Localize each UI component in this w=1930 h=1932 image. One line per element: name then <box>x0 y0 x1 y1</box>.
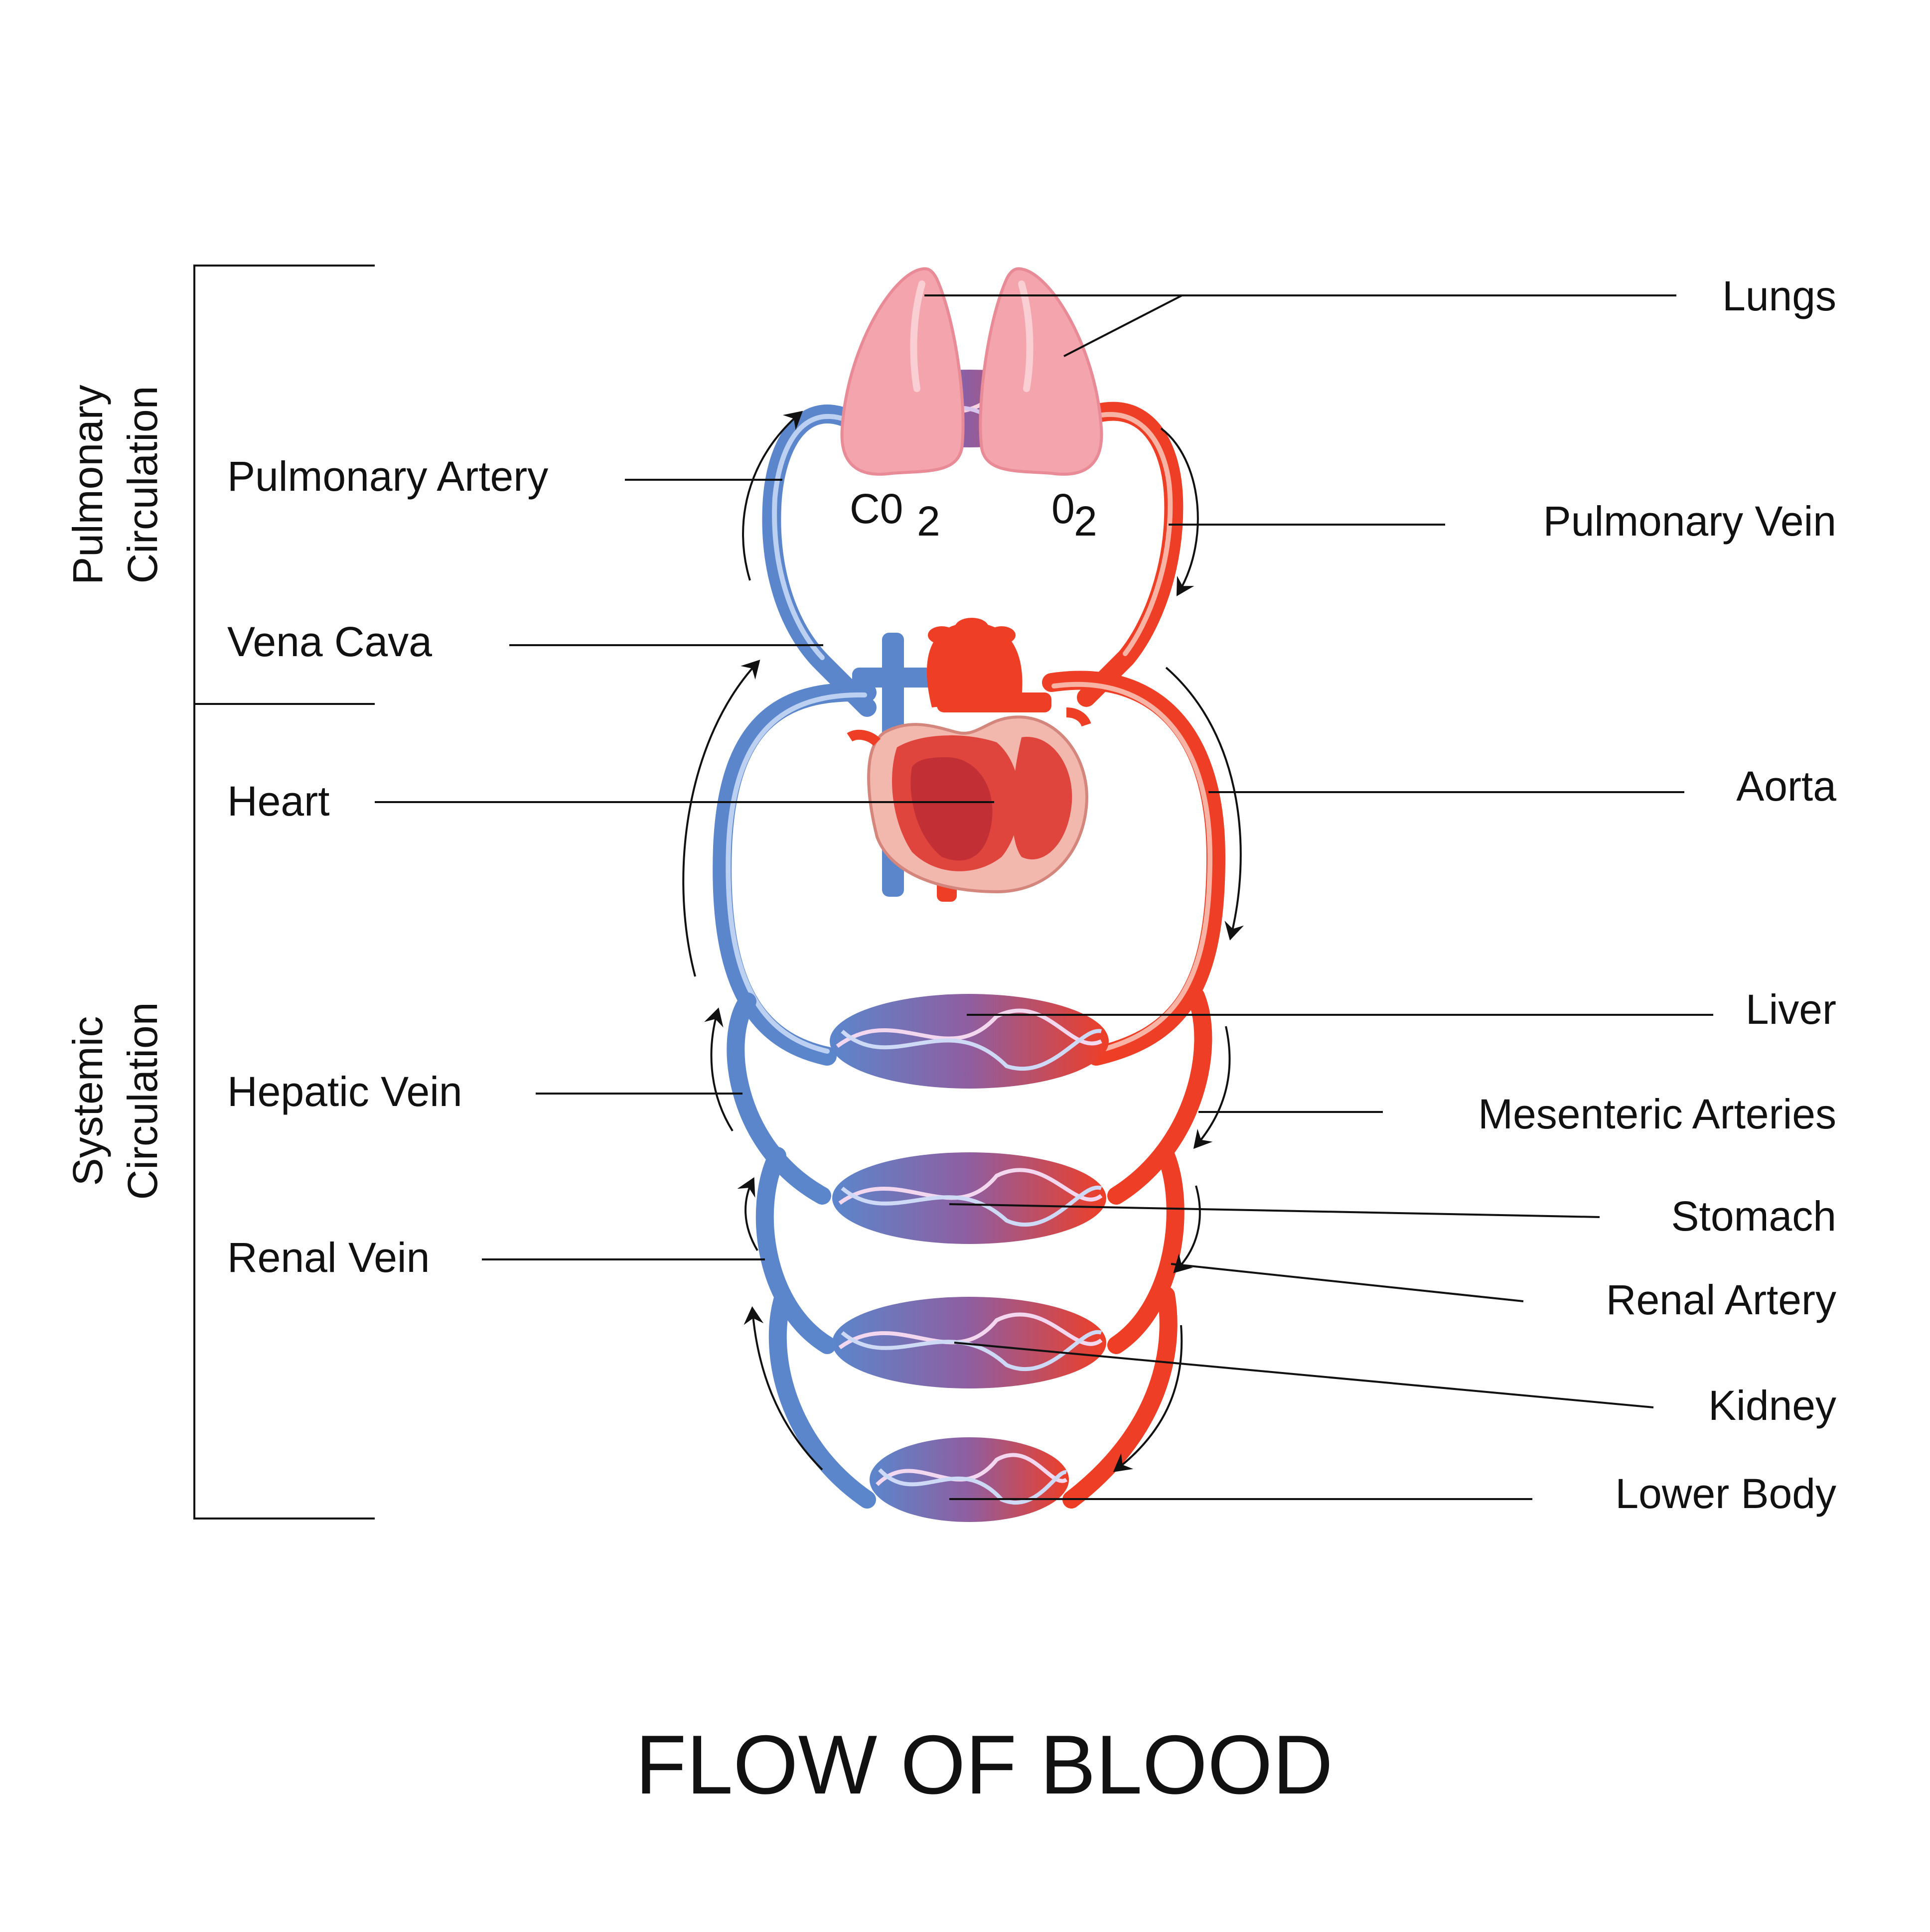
liver-capillary-bed <box>830 994 1109 1089</box>
section-label-pulmonary: Pulmonary Circulation <box>64 385 166 585</box>
flow-arrows <box>682 411 1244 1472</box>
systemic-label-line1: Systemic <box>64 1016 111 1186</box>
flow-arrow-pulmonary-up <box>742 411 803 581</box>
o2-subscript: 2 <box>1074 498 1097 545</box>
o2-text: 0 <box>1051 485 1075 532</box>
o2-label: 0 2 <box>1051 485 1097 545</box>
stomach-capillary-bed <box>832 1152 1106 1244</box>
label-aorta: Aorta <box>1736 763 1836 810</box>
left-lung <box>840 267 965 476</box>
label-lungs: Lungs <box>1722 273 1836 319</box>
aorta-vessel <box>1042 671 1226 1066</box>
lungs-organ <box>840 267 1103 476</box>
pulmonary-label-line1: Pulmonary <box>64 385 111 585</box>
leader-lines <box>375 294 1713 1500</box>
flow-arrow-lower-up <box>743 1306 823 1471</box>
right-lung <box>979 267 1103 476</box>
renal-vein-vessel <box>755 1147 836 1354</box>
label-hepatic-vein: Hepatic Vein <box>227 1068 462 1115</box>
flow-arrow-hepatic-up <box>704 1007 734 1132</box>
right-labels: Lungs Pulmonary Vein Aorta Liver Mesente… <box>1478 273 1836 1517</box>
flow-arrow-mesenteric-down <box>1193 1026 1231 1149</box>
systemic-label-line2: Circulation <box>119 1002 166 1200</box>
label-stomach: Stomach <box>1671 1193 1837 1240</box>
renal-artery-vessel <box>1107 1147 1185 1354</box>
kidney-capillary-bed <box>832 1297 1106 1388</box>
label-pulmonary-artery: Pulmonary Artery <box>227 453 548 500</box>
co2-subscript: 2 <box>917 498 940 545</box>
capillary-beds <box>830 370 1109 1522</box>
flow-arrow-renal-artery-down <box>1173 1185 1201 1273</box>
label-heart: Heart <box>227 778 329 825</box>
vena-cava-vessel <box>713 683 877 1066</box>
leader-renal-artery <box>1171 1263 1524 1302</box>
label-lower-body: Lower Body <box>1615 1470 1836 1517</box>
leader-stomach <box>949 1203 1600 1218</box>
section-bracket-pulmonary <box>193 265 375 705</box>
lower-body-capillary-bed <box>870 1437 1069 1522</box>
label-renal-artery: Renal Artery <box>1606 1276 1836 1323</box>
label-kidney: Kidney <box>1708 1382 1836 1429</box>
section-label-systemic: Systemic Circulation <box>64 1002 166 1200</box>
section-bracket-systemic <box>193 704 375 1519</box>
label-mesenteric-arteries: Mesenteric Arteries <box>1478 1091 1836 1137</box>
diagram-title: FLOW OF BLOOD <box>635 1718 1333 1811</box>
heart-organ <box>847 618 1091 902</box>
pulmonary-artery-vessel <box>762 404 877 717</box>
label-renal-vein: Renal Vein <box>227 1234 430 1281</box>
pulmonary-label-line2: Circulation <box>119 386 166 584</box>
flow-arrow-lower-down <box>1113 1325 1183 1472</box>
pulmonary-vein-vessel <box>1062 402 1184 707</box>
co2-label: C0 2 <box>850 485 940 545</box>
label-pulmonary-vein: Pulmonary Vein <box>1543 498 1836 545</box>
label-liver: Liver <box>1746 986 1836 1033</box>
flow-arrow-vena-cava-up <box>682 660 760 977</box>
leader-kidney <box>954 1342 1654 1408</box>
flow-arrow-aorta-down <box>1165 667 1244 941</box>
co2-text: C0 <box>850 485 903 532</box>
left-labels: Pulmonary Artery Vena Cava Heart Hepatic… <box>227 453 548 1281</box>
flow-arrow-pulmonary-down <box>1160 427 1199 596</box>
label-vena-cava: Vena Cava <box>227 618 432 665</box>
flow-arrow-renal-vein-up <box>737 1177 758 1251</box>
